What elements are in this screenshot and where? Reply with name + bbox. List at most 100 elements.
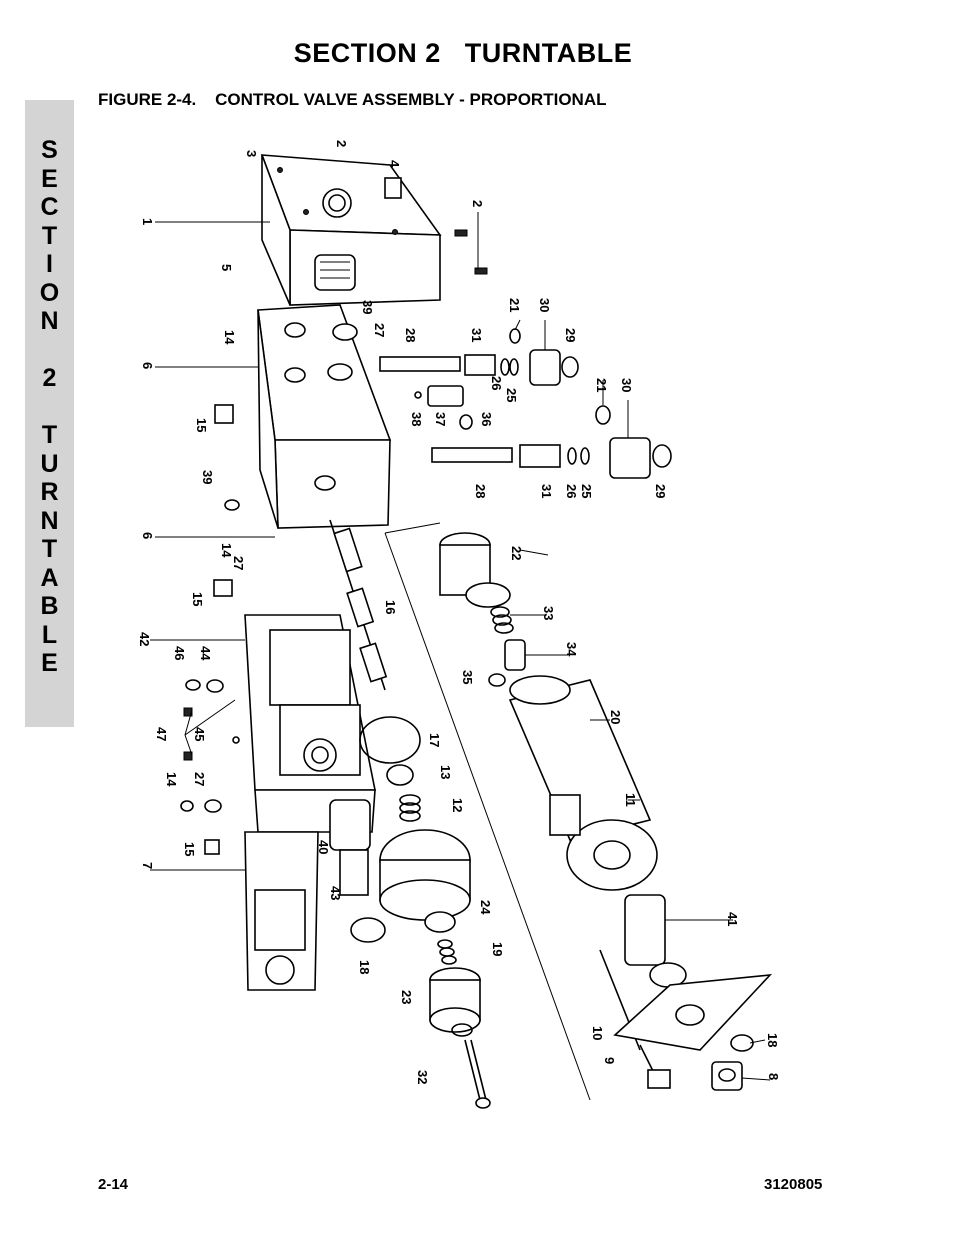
callout-11: 11 xyxy=(623,793,638,807)
bolt-9 xyxy=(639,1044,671,1089)
side-tab-letter: S xyxy=(41,136,58,164)
o-ring-44 xyxy=(206,679,224,693)
callout-14: 14 xyxy=(219,543,234,558)
callout-27: 27 xyxy=(231,556,246,570)
callout-15: 15 xyxy=(194,418,209,432)
o-ring-27c xyxy=(204,799,222,813)
callout-19: 19 xyxy=(490,942,505,956)
callout-30: 30 xyxy=(619,378,634,392)
callout-17: 17 xyxy=(427,733,442,747)
callout-28: 28 xyxy=(473,484,488,498)
callout-8: 8 xyxy=(766,1073,781,1080)
o-ring-18b xyxy=(730,1034,754,1052)
side-tab-letter: B xyxy=(40,592,59,620)
plug-15c xyxy=(204,839,220,855)
o-ring-14c xyxy=(180,800,194,812)
callout-4: 4 xyxy=(387,160,402,168)
valve-body-bottom xyxy=(244,831,319,991)
callout-31: 31 xyxy=(539,484,554,498)
callout-12: 12 xyxy=(450,798,465,812)
spool-16 xyxy=(329,519,388,691)
spring-33 xyxy=(490,606,514,634)
ball-45 xyxy=(232,736,240,744)
nut-8 xyxy=(711,1061,743,1091)
section-side-tab: S E C T I O N 2 T U R N T A B L E xyxy=(25,100,74,727)
side-tab-letter: L xyxy=(41,620,58,649)
side-tab-letter: T xyxy=(41,421,58,449)
callout-44: 44 xyxy=(198,646,213,661)
callout-42: 42 xyxy=(137,632,152,646)
plug-47b xyxy=(183,751,193,761)
side-tab-letter: 2 xyxy=(42,364,57,392)
callout-27: 27 xyxy=(372,323,387,337)
callout-18: 18 xyxy=(357,960,372,974)
callout-45: 45 xyxy=(192,727,207,741)
callout-13: 13 xyxy=(438,765,453,779)
divider-line xyxy=(384,522,441,534)
callout-26: 26 xyxy=(564,484,579,498)
callout-1: 1 xyxy=(140,218,155,225)
valve-body-middle xyxy=(257,304,392,529)
side-tab-letter: I xyxy=(46,250,53,278)
callout-29: 29 xyxy=(563,328,578,342)
callout-25: 25 xyxy=(579,484,594,498)
o-ring-39 xyxy=(224,499,240,511)
spring-19 xyxy=(437,939,457,965)
callout-16: 16 xyxy=(383,600,398,614)
plug-15b xyxy=(213,579,233,597)
callout-10: 10 xyxy=(590,1026,605,1040)
side-tab-letter: T xyxy=(41,535,58,563)
callout-38: 38 xyxy=(409,412,424,426)
document-number: 3120805 xyxy=(764,1176,823,1193)
callout-21: 21 xyxy=(507,298,522,312)
callout-26: 26 xyxy=(489,376,504,390)
callout-28: 28 xyxy=(403,328,418,342)
setscrew-2b xyxy=(474,267,488,275)
side-tab-letter: N xyxy=(40,307,59,335)
o-ring-35 xyxy=(488,673,506,687)
washer-13 xyxy=(386,764,414,786)
coil-22 xyxy=(439,532,511,608)
pin-32 xyxy=(464,1039,491,1109)
callout-41: 41 xyxy=(725,912,740,926)
side-tab-letter: E xyxy=(41,164,58,193)
side-tab-letter: T xyxy=(41,221,58,250)
callout-30: 30 xyxy=(537,298,552,312)
callout-23: 23 xyxy=(399,990,414,1004)
side-tab-letter: N xyxy=(40,506,59,535)
callout-34: 34 xyxy=(564,642,579,657)
side-tab-letter: U xyxy=(40,449,59,478)
callout-33: 33 xyxy=(541,606,556,620)
callout-24: 24 xyxy=(478,900,493,915)
side-tab-letter: R xyxy=(40,478,59,506)
flange-plate xyxy=(613,973,773,1051)
callout-35: 35 xyxy=(460,670,475,684)
callout-20: 20 xyxy=(608,710,623,724)
cartridge-lower xyxy=(431,405,672,479)
callout-40: 40 xyxy=(316,840,331,854)
plunger-34 xyxy=(504,639,526,671)
callout-6: 6 xyxy=(140,532,155,539)
callout-43: 43 xyxy=(328,886,343,900)
callout-31: 31 xyxy=(469,328,484,342)
callout-14: 14 xyxy=(164,772,179,787)
spring-12 xyxy=(399,794,421,822)
callout-3: 3 xyxy=(244,150,259,157)
figure-title: FIGURE 2-4. CONTROL VALVE ASSEMBLY - PRO… xyxy=(98,90,607,109)
housing-24 xyxy=(379,829,471,933)
callout-21: 21 xyxy=(594,378,609,392)
o-ring-46 xyxy=(185,679,201,691)
callout-6: 6 xyxy=(140,362,155,369)
callout-5: 5 xyxy=(219,264,234,271)
callout-2: 2 xyxy=(334,140,349,147)
side-tab-letter: C xyxy=(40,193,59,221)
callout-36: 36 xyxy=(479,412,494,426)
callout-32: 32 xyxy=(415,1070,430,1084)
o-ring-18 xyxy=(350,917,386,943)
callout-15: 15 xyxy=(182,842,197,856)
setscrew-2a xyxy=(454,229,468,237)
callout-7: 7 xyxy=(140,862,155,869)
callout-9: 9 xyxy=(602,1057,617,1064)
callout-18: 18 xyxy=(765,1033,780,1047)
